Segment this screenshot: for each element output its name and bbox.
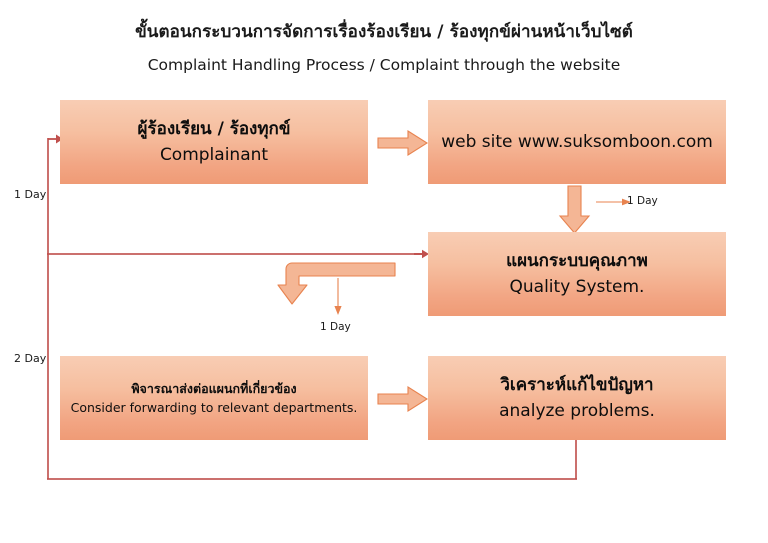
arrow-website-to-quality-system [558,185,591,234]
box-complainant[interactable]: ผู้ร้องเรียน / ร้องทุกข์ Complainant [60,100,368,184]
duration-pointer-quality-to-forward [332,278,344,316]
box-complainant-thai: ผู้ร้องเรียน / ร้องทุกข์ [137,118,291,139]
box-forward-departments[interactable]: พิจารณาส่งต่อแผนกที่เกี่ยวข้อง Consider … [60,356,368,440]
page-title-english: Complaint Handling Process / Complaint t… [147,56,621,74]
feedback-connector-left-vertical [47,138,49,479]
duration-label-left-upper: 1 Day [14,188,47,201]
feedback-connector-bottom-horizontal [47,478,577,480]
box-quality-system-thai: แผนกระบบคุณภาพ [506,250,648,271]
box-quality-system[interactable]: แผนกระบบคุณภาพ Quality System. [428,232,726,316]
duration-label-quality-to-forward: 1 Day [320,321,351,333]
box-website[interactable]: web site www.suksomboon.com [428,100,726,184]
arrow-quality-system-to-forward [277,261,396,309]
feedback-connector-analyze-vertical [575,440,577,479]
page-title-thai: ขั้นตอนกระบวนการจัดการเรื่องร้องเรียน / … [135,22,633,42]
feedback-arrowhead-complainant [48,133,64,145]
box-complainant-english: Complainant [159,145,269,165]
arrow-forward-to-analyze [377,385,429,413]
duration-label-website-to-quality: 1 Day [627,195,658,207]
arrow-complainant-to-website [377,129,429,157]
box-website-english: web site www.suksomboon.com [441,131,713,152]
duration-label-left-lower: 2 Day [14,352,47,365]
box-analyze-problems-english: analyze problems. [499,401,655,421]
box-quality-system-english: Quality System. [509,277,645,297]
feedback-arrowhead-quality-system [414,249,430,261]
box-forward-departments-thai: พิจารณาส่งต่อแผนกที่เกี่ยวข้อง [131,380,297,396]
box-analyze-problems-thai: วิเคราะห์แก้ไขปัญหา [500,374,654,395]
box-analyze-problems[interactable]: วิเคราะห์แก้ไขปัญหา analyze problems. [428,356,726,440]
feedback-connector-quality-horizontal [47,253,422,255]
duration-pointer-website-to-quality [596,196,632,208]
box-forward-departments-english: Consider forwarding to relevant departme… [70,400,358,415]
